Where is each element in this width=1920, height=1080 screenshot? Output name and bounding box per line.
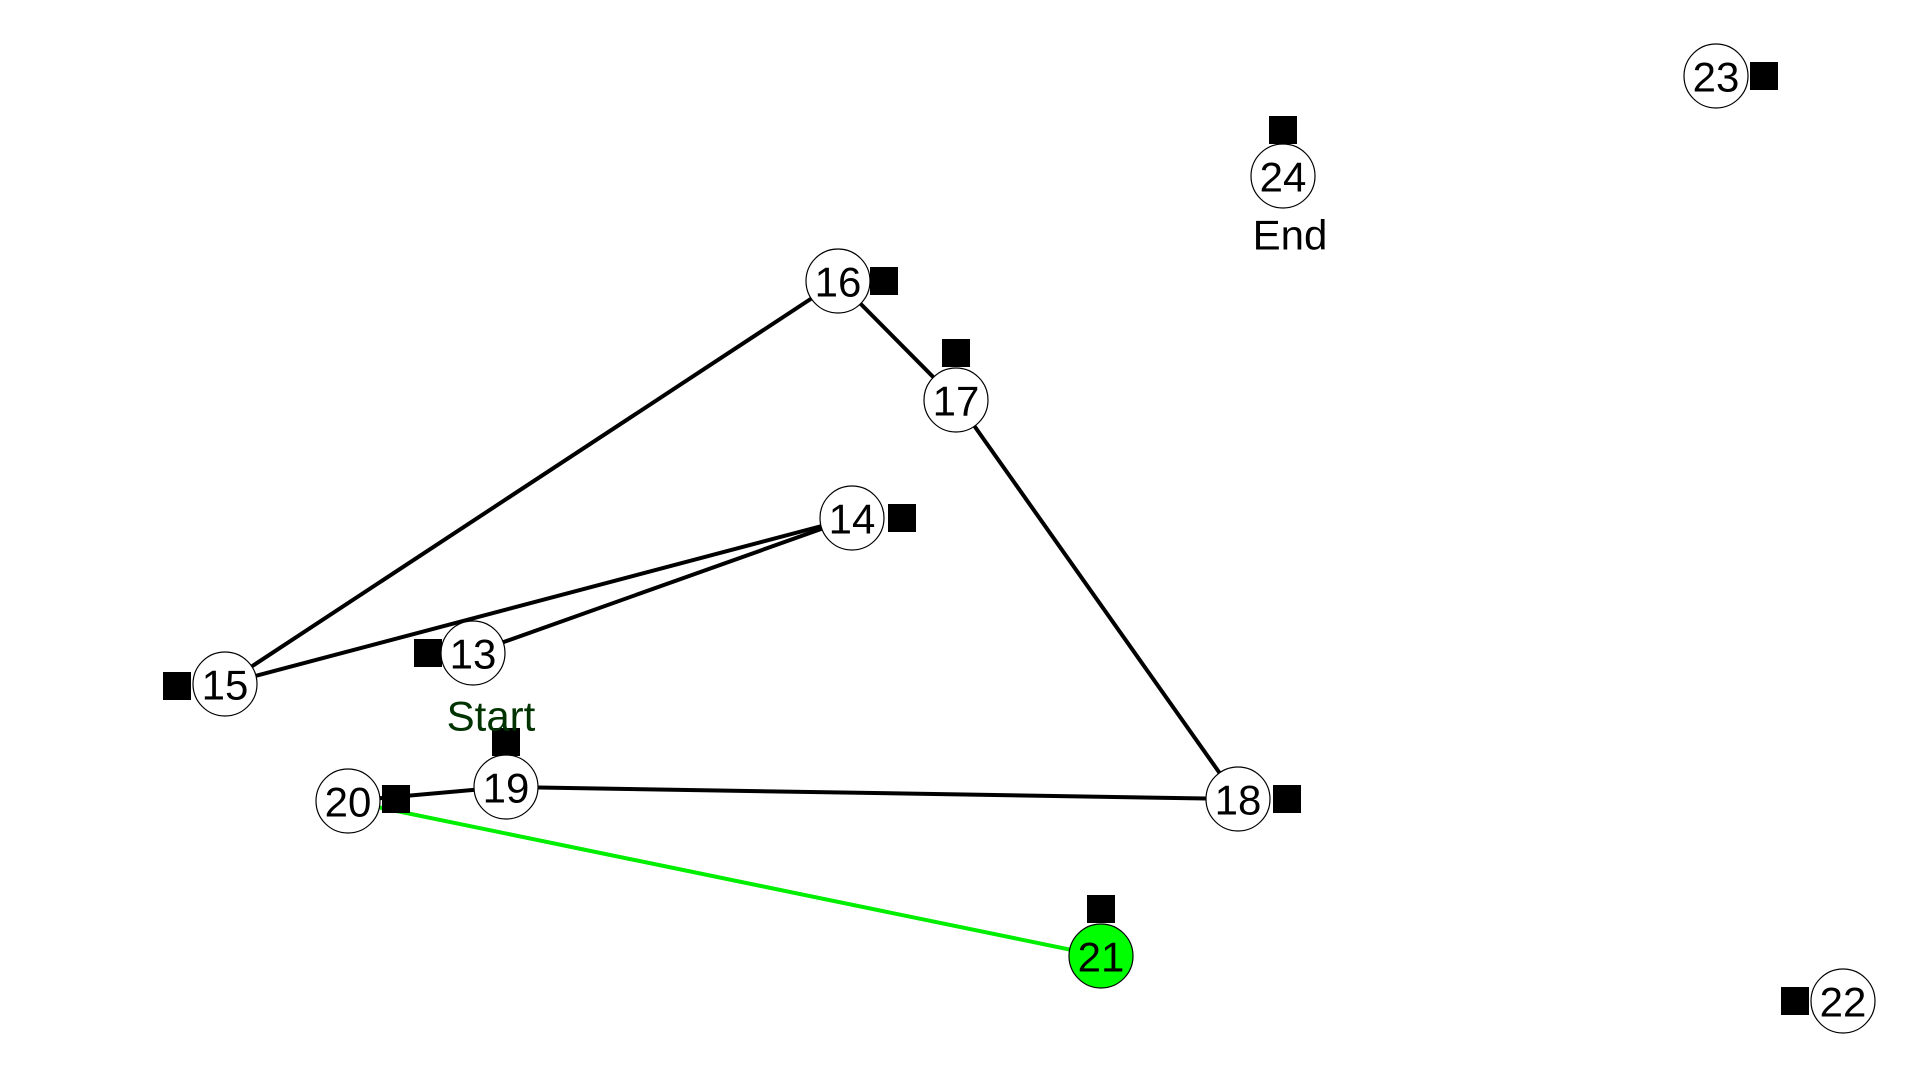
node-marker-18 xyxy=(1273,785,1301,813)
node-marker-24 xyxy=(1269,116,1297,144)
node-marker-23 xyxy=(1750,62,1778,90)
node-marker-21 xyxy=(1087,895,1115,923)
path-edge xyxy=(954,398,1240,801)
node-19[interactable]: 19 xyxy=(473,754,539,820)
node-23[interactable]: 23 xyxy=(1683,43,1749,109)
node-marker-15 xyxy=(163,672,191,700)
node-15[interactable]: 15 xyxy=(192,651,258,717)
node-circle-15[interactable] xyxy=(192,651,258,717)
path-edge xyxy=(224,516,853,686)
node-22[interactable]: 22 xyxy=(1810,968,1876,1034)
path-edge xyxy=(505,785,1239,801)
node-18[interactable]: 18 xyxy=(1205,766,1271,832)
node-marker-22 xyxy=(1781,987,1809,1015)
node-circle-16[interactable] xyxy=(805,248,871,314)
end-label: End xyxy=(1253,212,1328,259)
node-circle-18[interactable] xyxy=(1205,766,1271,832)
node-marker-17 xyxy=(942,339,970,367)
start-label: Start xyxy=(447,693,536,740)
node-circle-22[interactable] xyxy=(1810,968,1876,1034)
node-13[interactable]: 13 xyxy=(440,620,506,686)
node-markers xyxy=(163,62,1809,1015)
node-marker-20 xyxy=(382,785,410,813)
node-circle-14[interactable] xyxy=(819,485,885,551)
path-edges xyxy=(223,279,1240,958)
node-marker-19 xyxy=(492,728,520,756)
node-circle-23[interactable] xyxy=(1683,43,1749,109)
path-edge xyxy=(223,279,840,686)
node-16[interactable]: 16 xyxy=(805,248,871,314)
current-edge xyxy=(347,799,1102,958)
path-edge xyxy=(472,516,853,655)
node-21[interactable]: 21 xyxy=(1068,923,1134,989)
node-20[interactable]: 20 xyxy=(315,768,381,834)
node-marker-13 xyxy=(414,639,442,667)
node-circle-13[interactable] xyxy=(440,620,506,686)
node-circle-19[interactable] xyxy=(473,754,539,820)
node-17[interactable]: 17 xyxy=(923,367,989,433)
node-14[interactable]: 14 xyxy=(819,485,885,551)
node-24[interactable]: 24 xyxy=(1250,143,1316,209)
node-circle-21[interactable] xyxy=(1068,923,1134,989)
node-circle-24[interactable] xyxy=(1250,143,1316,209)
node-circle-17[interactable] xyxy=(923,367,989,433)
node-circle-20[interactable] xyxy=(315,768,381,834)
node-marker-14 xyxy=(888,504,916,532)
node-marker-16 xyxy=(870,267,898,295)
